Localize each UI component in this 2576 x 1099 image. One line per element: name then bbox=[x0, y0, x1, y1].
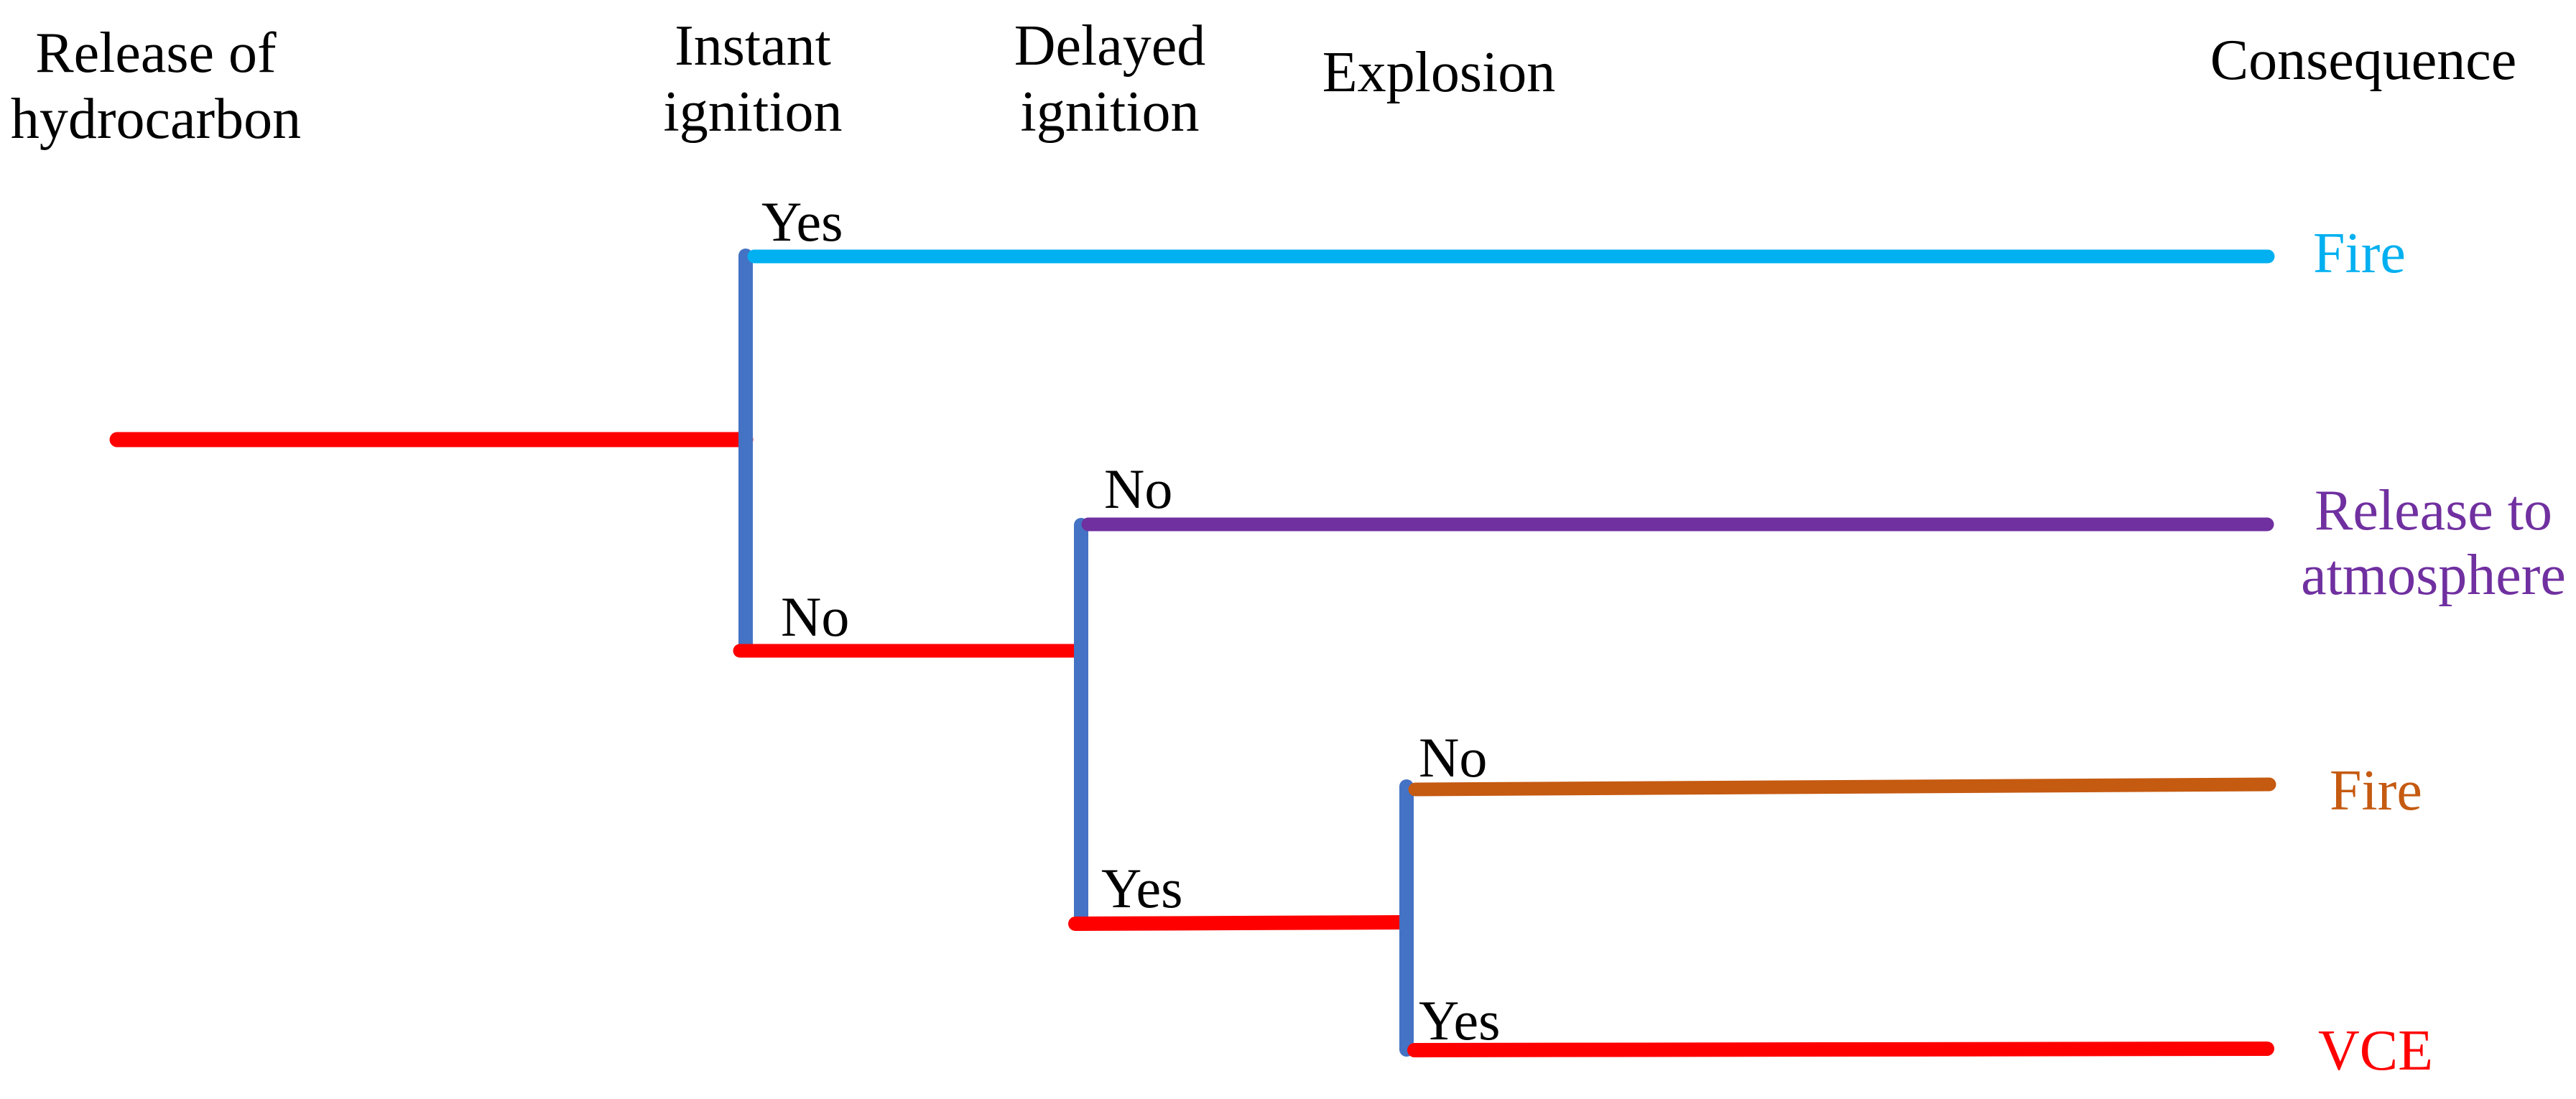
branch-label-explosion-yes: Yes bbox=[1419, 989, 1501, 1052]
branch-label-delayed-no: No bbox=[1104, 458, 1173, 520]
vce-line bbox=[1407, 1042, 2274, 1057]
outcome-fire-bottom: Fire bbox=[2330, 759, 2422, 822]
branch-label-instant-no: No bbox=[781, 585, 850, 648]
fire-bottom-line bbox=[1408, 777, 2276, 797]
header-release-of-hydrocarbon: Release of hydrocarbon bbox=[10, 22, 302, 151]
header-consequence: Consequence bbox=[2210, 29, 2517, 92]
outcome-fire-top: Fire bbox=[2313, 222, 2406, 285]
branch-label-instant-yes: Yes bbox=[761, 190, 843, 253]
header-delayed-ignition: Delayed ignition bbox=[1014, 14, 1206, 144]
outcome-release-atm: Release to atmosphere bbox=[2301, 479, 2566, 607]
branch-label-explosion-no: No bbox=[1419, 726, 1488, 789]
header-explosion: Explosion bbox=[1322, 41, 1556, 104]
header-instant-ignition: Instant ignition bbox=[663, 14, 843, 144]
delayed-yes-line bbox=[1068, 915, 1412, 931]
outcome-vce: VCE bbox=[2318, 1019, 2433, 1082]
branch-label-delayed-yes: Yes bbox=[1101, 857, 1183, 919]
